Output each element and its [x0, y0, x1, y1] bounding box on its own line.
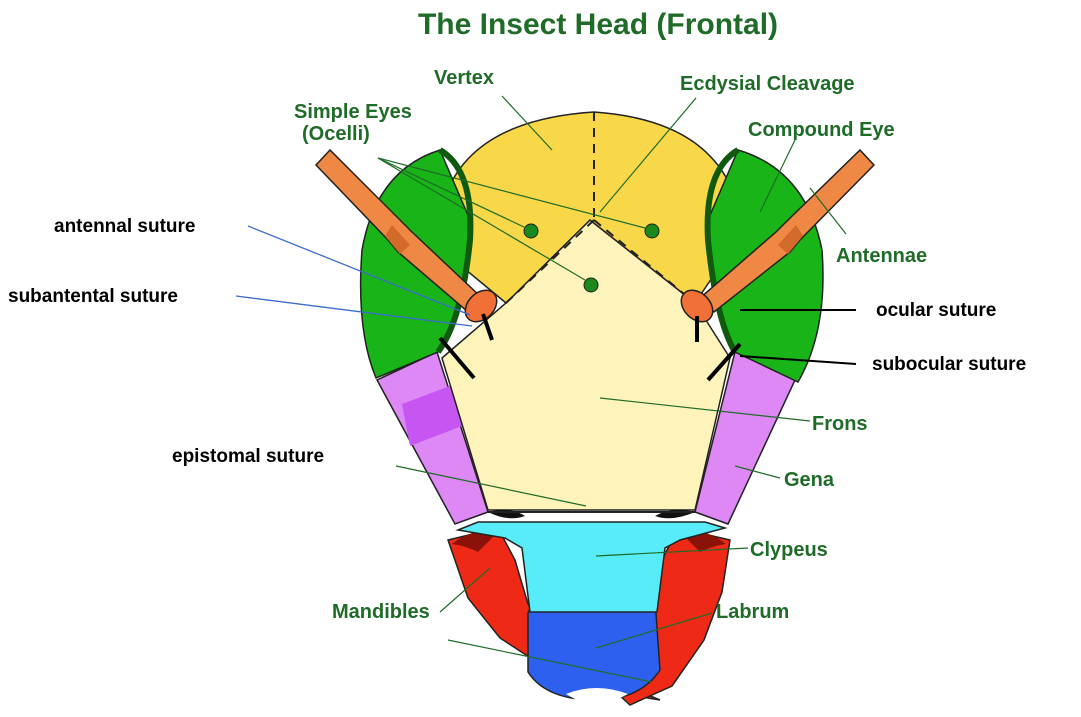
label-compound-eye: Compound Eye [748, 119, 895, 141]
label-subocular-suture: subocular suture [872, 354, 1026, 375]
diagram-title: The Insect Head (Frontal) [418, 8, 778, 41]
label-labrum: Labrum [716, 601, 789, 623]
label-ocelli: (Ocelli) [302, 123, 370, 145]
label-ecdysial-cleavage: Ecdysial Cleavage [680, 73, 855, 95]
label-antennal-suture: antennal suture [54, 216, 195, 237]
ocellus-median [584, 278, 598, 292]
labrum-shape [528, 606, 660, 700]
label-subantental-suture: subantental suture [8, 286, 178, 307]
label-vertex: Vertex [434, 67, 494, 89]
label-gena: Gena [784, 469, 835, 491]
label-clypeus: Clypeus [750, 539, 828, 561]
label-frons: Frons [812, 413, 868, 435]
label-antennae: Antennae [836, 245, 927, 267]
ocellus-right [645, 224, 659, 238]
label-ocular-suture: ocular suture [876, 300, 996, 321]
label-mandibles: Mandibles [332, 601, 430, 623]
label-epistomal-suture: epistomal suture [172, 446, 324, 467]
ocellus-left [524, 224, 538, 238]
label-simple-eyes: Simple Eyes [294, 101, 412, 123]
